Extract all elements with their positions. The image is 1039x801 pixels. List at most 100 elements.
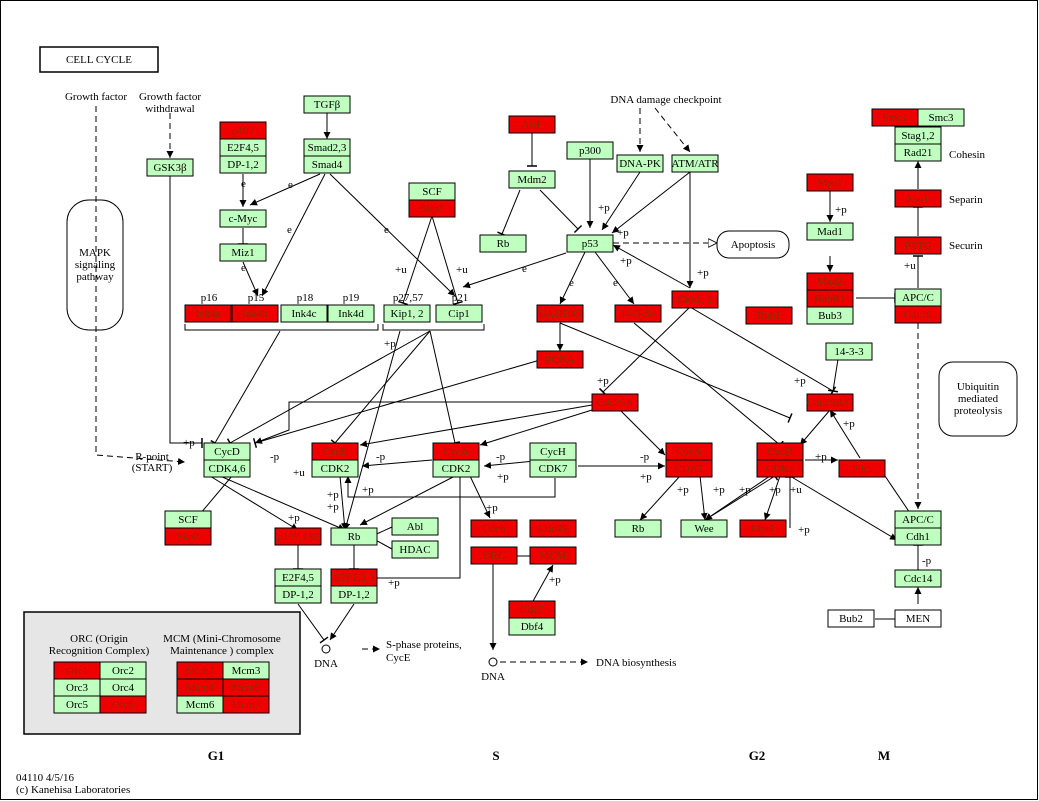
gene-box[interactable] [756,459,804,478]
gene-node-hdac[interactable]: HDAC [391,540,439,559]
gene-node-mcm6[interactable]: Mcm6 [176,695,224,714]
gene-node-bubr1[interactable]: BubR1 [806,289,854,308]
gene-node-cyca-s[interactable]: CycA [432,442,480,461]
gene-node-p300[interactable]: p300 [566,141,614,160]
gene-node-cdc25bc[interactable]: Cdc25B/C [806,393,854,412]
gene-node-myt1[interactable]: Myt1 [739,519,787,538]
gene-node-cycb[interactable]: CycB [756,442,804,461]
gene-box[interactable] [184,304,232,323]
mapk-pathway-box[interactable] [66,199,124,331]
gene-node-cdc7[interactable]: Cdc7 [508,600,556,619]
gene-node-e2f45b[interactable]: E2F4,5 [274,568,322,587]
gene-box[interactable] [222,695,270,714]
gene-node-ink4b[interactable]: Ink4b [231,304,279,323]
gene-node-rb-top[interactable]: Rb [479,234,527,253]
gene-node-dp12b[interactable]: DP-1,2 [274,585,322,604]
gene-node-mcm2[interactable]: Mcm2 [176,661,224,680]
gene-node-smc1[interactable]: Smc1 [871,108,919,127]
gene-box[interactable] [231,304,279,323]
gene-node-men[interactable]: MEN [894,609,942,628]
gene-node-mad1[interactable]: Mad1 [806,222,854,241]
gene-node-ink4d[interactable]: Ink4d [327,304,375,323]
gene-node-bub2[interactable]: Bub2 [827,609,875,628]
gene-node-miz1[interactable]: Miz1 [219,243,267,262]
apoptosis-box[interactable] [716,230,790,259]
gene-box[interactable] [146,158,194,177]
gene-box[interactable] [274,527,322,546]
gene-box[interactable] [806,306,854,325]
gene-box[interactable] [917,108,965,127]
gene-node-p107[interactable]: p107 [219,121,267,140]
gene-node-kip12[interactable]: Kip1, 2 [383,304,431,323]
gene-node-pcna[interactable]: PCNA [536,350,584,369]
gene-box[interactable] [203,459,251,478]
gene-node-cych[interactable]: CycH [529,442,577,461]
gene-box[interactable] [566,234,614,253]
gene-node-ink4c[interactable]: Ink4c [280,304,328,323]
gene-node-orc5[interactable]: Orc5 [53,695,101,714]
gene-box[interactable] [408,199,456,218]
gene-node-cdk1b[interactable]: CDK1 [756,459,804,478]
gene-box[interactable] [311,459,359,478]
gene-node-orc3[interactable]: Orc3 [53,678,101,697]
gene-node-e2f123[interactable]: E2F1,2,3 [330,568,378,587]
gene-box[interactable] [806,173,854,192]
gene-box[interactable] [435,304,483,323]
gene-node-abl[interactable]: Abl [391,517,439,536]
gene-box[interactable] [391,517,439,536]
gene-box[interactable] [391,540,439,559]
gene-box[interactable] [591,393,639,412]
gene-box[interactable] [330,585,378,604]
gene-box[interactable] [827,609,875,628]
gene-node-cdh1[interactable]: Cdh1 [894,527,942,546]
gene-box[interactable] [566,141,614,160]
gene-node-cmyc[interactable]: c-Myc [219,209,267,228]
gene-node-ink4a[interactable]: Ink4a [184,304,232,323]
gene-box[interactable] [894,189,942,208]
gene-box[interactable] [680,519,728,538]
gene-node-bub3[interactable]: Bub3 [806,306,854,325]
gene-box[interactable] [508,170,556,189]
gene-node-scf-top[interactable]: SCF [408,182,456,201]
gene-node-dbf4[interactable]: Dbf4 [508,617,556,636]
gene-node-esp1[interactable]: Esp1 [894,189,942,208]
gene-box[interactable] [894,609,942,628]
gene-box[interactable] [479,234,527,253]
gene-node-cdc45[interactable]: Cdc45 [529,519,577,538]
gene-box[interactable] [327,304,375,323]
gene-box[interactable] [508,617,556,636]
gene-box[interactable] [303,95,351,114]
gene-box[interactable] [536,350,584,369]
gene-node-bub1[interactable]: Bub1 [745,306,793,325]
gene-box[interactable] [99,695,147,714]
gene-box[interactable] [745,306,793,325]
gene-node-cdk1a[interactable]: CDK1 [665,459,713,478]
gene-node-mps1[interactable]: Mps1 [806,173,854,192]
gene-node-plk1[interactable]: Plk1 [838,459,886,478]
gene-box[interactable] [894,143,942,162]
gene-node-cdk7[interactable]: CDK7 [529,459,577,478]
gene-box[interactable] [894,569,942,588]
gene-node-cip1[interactable]: Cip1 [435,304,483,323]
gene-node-rb-mid[interactable]: Rb [330,527,378,546]
gene-node-smad23[interactable]: Smad2,3 [303,138,351,157]
gene-node-e2f45a[interactable]: E2F4,5 [219,138,267,157]
gene-node-p107130[interactable]: p107,130 [274,527,322,546]
gene-box[interactable] [825,342,873,361]
gene-node-gsk3b[interactable]: GSK3β [146,158,194,177]
gene-node-arf[interactable]: ARF [508,115,556,134]
ubiquitin-box[interactable] [938,361,1018,437]
gene-box[interactable] [894,527,942,546]
gene-box[interactable] [164,527,212,546]
gene-box[interactable] [894,305,942,324]
gene-node-p53[interactable]: p53 [566,234,614,253]
gene-node-dp12c[interactable]: DP-1,2 [330,585,378,604]
gene-box[interactable] [614,304,662,323]
gene-box[interactable] [739,519,787,538]
gene-node-cycd[interactable]: CycD [203,442,251,461]
gene-node-rad21[interactable]: Rad21 [894,143,942,162]
gene-box[interactable] [432,459,480,478]
gene-node-pttg[interactable]: PTTG [894,236,942,255]
gene-node-cdk2a[interactable]: CDK2 [311,459,359,478]
gene-box[interactable] [219,209,267,228]
